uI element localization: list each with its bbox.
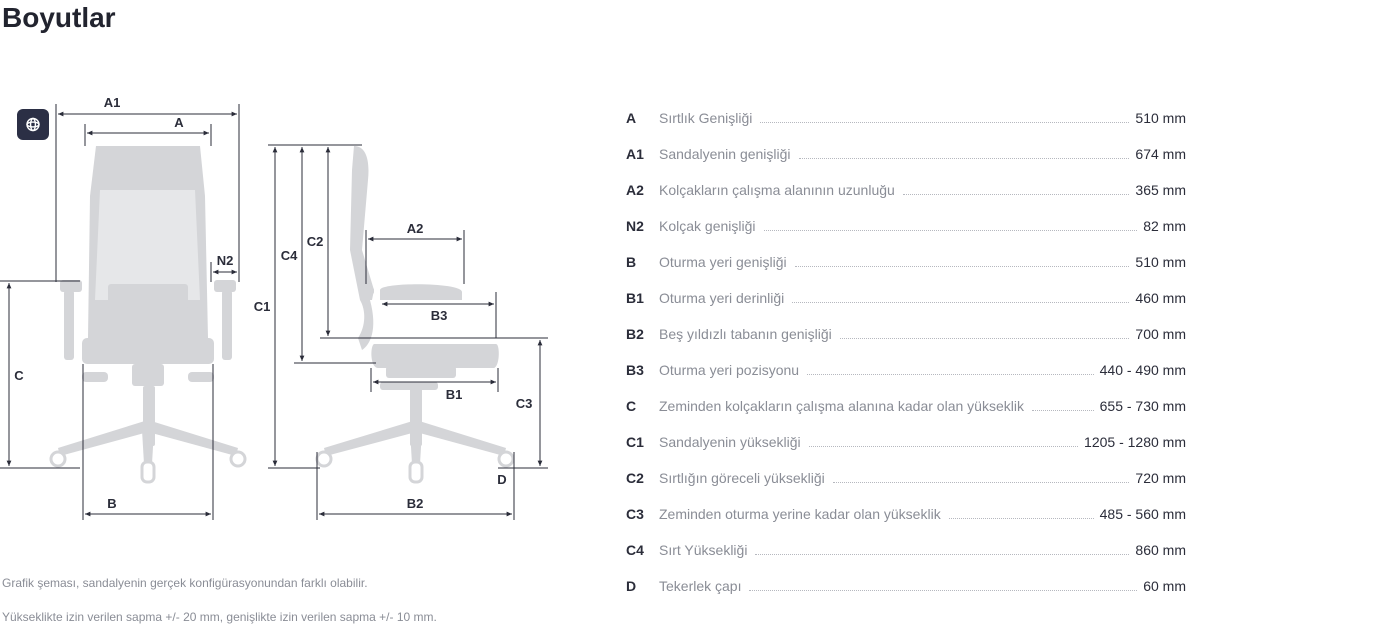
dotted-leader	[808, 446, 1079, 447]
spec-row: B Oturma yeri genişliği 510 mm	[626, 236, 1186, 272]
spec-label: Sandalyenin genişliği	[659, 146, 791, 162]
spec-code: C3	[626, 506, 644, 522]
spec-row: C2 Sırtlığın göreceli yüksekliği 720 mm	[626, 452, 1186, 488]
dim-label-b2: B2	[407, 496, 424, 511]
spec-value: 60 mm	[1143, 578, 1186, 594]
spec-code: N2	[626, 218, 644, 234]
dim-label-c3: C3	[516, 396, 533, 411]
3d-view-button[interactable]	[17, 109, 49, 140]
tolerance-note: Yükseklikte izin verilen sapma +/- 20 mm…	[2, 610, 437, 624]
dotted-leader	[798, 158, 1130, 159]
dim-label-b3: B3	[431, 308, 448, 323]
spec-row: C1 Sandalyenin yüksekliği 1205 - 1280 mm	[626, 416, 1186, 452]
spec-code: B1	[626, 290, 644, 306]
spec-value: 860 mm	[1135, 542, 1186, 558]
dim-label-a2: A2	[407, 221, 424, 236]
chair-dimension-diagram: A1 A N2 C B	[0, 95, 548, 520]
spec-value: 510 mm	[1135, 254, 1186, 270]
spec-code: B	[626, 254, 637, 270]
dim-label-a1: A1	[104, 95, 121, 110]
dotted-leader	[755, 554, 1130, 555]
dim-label-c2: C2	[307, 234, 324, 249]
dim-label-b1: B1	[446, 387, 463, 402]
spec-code: C4	[626, 542, 644, 558]
graphic-disclaimer: Grafik şeması, sandalyenin gerçek konfig…	[2, 576, 368, 590]
spec-code: A2	[626, 182, 644, 198]
3d-view-icon	[26, 117, 40, 132]
dotted-leader	[832, 482, 1130, 483]
spec-code: C2	[626, 470, 644, 486]
spec-code: B2	[626, 326, 644, 342]
spec-row: B3 Oturma yeri pozisyonu 440 - 490 mm	[626, 344, 1186, 380]
dotted-leader	[794, 266, 1130, 267]
dim-label-c4: C4	[281, 248, 298, 263]
spec-value: 485 - 560 mm	[1099, 506, 1186, 522]
spec-value: 82 mm	[1143, 218, 1186, 234]
spec-label: Tekerlek çapı	[659, 578, 742, 594]
spec-value: 1205 - 1280 mm	[1084, 434, 1186, 450]
spec-value: 510 mm	[1135, 110, 1186, 126]
spec-row: A Sırtlık Genişliği 510 mm	[626, 92, 1186, 128]
spec-row: A2 Kolçakların çalışma alanının uzunluğu 3…	[626, 164, 1186, 200]
spec-label: Sandalyenin yüksekliği	[659, 434, 801, 450]
spec-label: Kolçakların çalışma alanının uzunluğu	[659, 182, 895, 198]
spec-code: C	[626, 398, 637, 414]
spec-value: 674 mm	[1135, 146, 1186, 162]
spec-row: C3 Zeminden oturma yerine kadar olan yüks…	[626, 488, 1186, 524]
dim-label-n2: N2	[217, 253, 234, 268]
spec-value: 440 - 490 mm	[1099, 362, 1186, 378]
spec-code: A	[626, 110, 637, 126]
side-view-dimension-lines	[268, 144, 548, 520]
spec-code: C1	[626, 434, 644, 450]
spec-value: 700 mm	[1135, 326, 1186, 342]
spec-code: A1	[626, 146, 644, 162]
chair-front-view	[49, 146, 247, 484]
dotted-leader	[902, 194, 1130, 195]
spec-label: Kolçak genişliği	[659, 218, 756, 234]
chair-side-view	[315, 146, 515, 484]
spec-row: D Tekerlek çapı 60 mm	[626, 560, 1186, 596]
spec-row: C Zeminden kolçakların çalışma alanına ka…	[626, 380, 1186, 416]
spec-value: 460 mm	[1135, 290, 1186, 306]
dotted-leader	[807, 374, 1094, 375]
dotted-leader	[749, 590, 1138, 591]
spec-label: Sırtlık Genişliği	[659, 110, 753, 126]
dim-label-b: B	[107, 496, 116, 511]
dim-label-c1: C1	[254, 299, 271, 314]
spec-label: Oturma yeri genişliği	[659, 254, 787, 270]
front-view-dimension-lines	[0, 104, 240, 520]
spec-label: Beş yıldızlı tabanın genişliği	[659, 326, 832, 342]
spec-label: Zeminden kolçakların çalışma alanına kad…	[659, 398, 1024, 414]
dotted-leader	[1031, 410, 1094, 411]
spec-label: Sırtlığın göreceli yüksekliği	[659, 470, 825, 486]
spec-value: 720 mm	[1135, 470, 1186, 486]
dotted-leader	[948, 518, 1094, 519]
spec-row: N2 Kolçak genişliği 82 mm	[626, 200, 1186, 236]
spec-label: Oturma yeri pozisyonu	[659, 362, 800, 378]
spec-label: Zeminden oturma yerine kadar olan yüksek…	[659, 506, 941, 522]
spec-row: B2 Beş yıldızlı tabanın genişliği 700 mm	[626, 308, 1186, 344]
spec-value: 655 - 730 mm	[1099, 398, 1186, 414]
dotted-leader	[763, 230, 1138, 231]
spec-label: Sırt Yüksekliği	[659, 542, 748, 558]
dotted-leader	[839, 338, 1130, 339]
dotted-leader	[760, 122, 1130, 123]
dim-label-c: C	[14, 368, 24, 383]
spec-code: B3	[626, 362, 644, 378]
page-title: Boyutlar	[2, 2, 116, 33]
spec-label: Oturma yeri derinliği	[659, 290, 785, 306]
dim-label-d: D	[497, 472, 506, 487]
spec-list: A Sırtlık Genişliği 510 mm A1 Sandalyenin g…	[626, 92, 1186, 596]
spec-value: 365 mm	[1135, 182, 1186, 198]
spec-row: C4 Sırt Yüksekliği 860 mm	[626, 524, 1186, 560]
dotted-leader	[792, 302, 1130, 303]
spec-row: A1 Sandalyenin genişliği 674 mm	[626, 128, 1186, 164]
spec-row: B1 Oturma yeri derinliği 460 mm	[626, 272, 1186, 308]
dim-label-a: A	[174, 115, 184, 130]
spec-code: D	[626, 578, 637, 594]
